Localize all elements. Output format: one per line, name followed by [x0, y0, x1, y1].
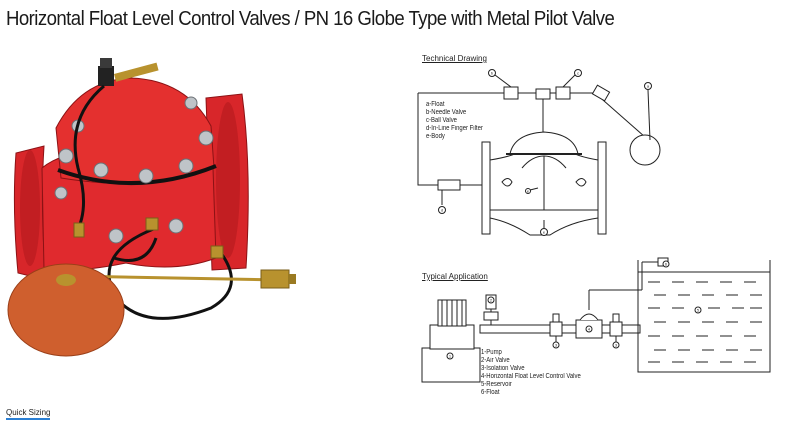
- legend-item: e-Body: [426, 133, 445, 140]
- callout-c-label: c: [577, 71, 579, 76]
- callout-c: c: [562, 69, 582, 88]
- quick-sizing-link[interactable]: Quick Sizing: [6, 408, 50, 420]
- callout-d-label: d: [441, 208, 443, 213]
- callout-4: 4: [585, 325, 593, 333]
- needle-valve-fitting: [503, 86, 519, 100]
- reservoir-tank: [637, 260, 771, 373]
- technical-drawing: d b c a e e: [417, 69, 661, 236]
- callout-5-label: 5: [697, 308, 700, 313]
- legend-item: 4-Horizontal Float Level Control Valve: [481, 373, 581, 380]
- typical-application-legend: 1-Pump 2-Air Valve 3-Isolation Valve 4-H…: [481, 349, 598, 397]
- callout-2: 2: [487, 296, 495, 304]
- page-title: Horizontal Float Level Control Valves / …: [6, 8, 615, 30]
- bonnet-outline: [509, 131, 579, 155]
- callout-3-label: 3: [555, 343, 558, 348]
- callout-5: 5: [694, 306, 702, 314]
- legend-item: 3-Isolation Valve: [481, 365, 525, 372]
- typical-application-heading: Typical Application: [422, 272, 488, 281]
- callout-a: a: [644, 82, 652, 141]
- legend-item: a-Float: [426, 101, 445, 108]
- technical-drawing-heading: Technical Drawing: [422, 54, 487, 63]
- legend-item: b-Needle Valve: [426, 109, 467, 116]
- legend-item: 1-Pump: [481, 349, 502, 356]
- isolation-valve-1: [549, 321, 563, 337]
- tubing: [73, 84, 105, 234]
- callout-d: d: [438, 190, 446, 214]
- callout-6-label: 6: [665, 262, 668, 267]
- float-pilot: [260, 269, 290, 289]
- ball-valve-fitting: [535, 88, 551, 100]
- callout-4-label: 4: [588, 327, 591, 332]
- callout-3b: 3: [612, 336, 620, 349]
- legend-item: 6-Float: [481, 389, 500, 396]
- callout-e: e: [540, 228, 548, 236]
- body-right-flange: [597, 141, 607, 235]
- legend-item: 2-Air Valve: [481, 357, 510, 364]
- product-photo: [7, 58, 296, 357]
- pilot-valve: [98, 66, 114, 86]
- callout-e-body: e: [525, 187, 539, 194]
- float-symbol: [629, 134, 661, 166]
- water-surface: [648, 281, 762, 363]
- typical-application-diagram: 1 2 3 4 3 5 6: [421, 257, 771, 383]
- float-ball: [7, 263, 125, 357]
- callout-3: 3: [552, 336, 560, 349]
- callout-a-label: a: [647, 84, 650, 89]
- legend-item: c-Ball Valve: [426, 117, 457, 124]
- callout-b-label: b: [491, 71, 494, 76]
- callout-b: b: [488, 69, 512, 88]
- callout-e-label: e: [543, 230, 546, 235]
- legend-item: 5-Reservoir: [481, 381, 512, 388]
- callout-e-body-label: e: [527, 189, 530, 194]
- callout-1: 1: [446, 352, 454, 360]
- pilot-fitting: [555, 86, 571, 100]
- filter-fitting: [437, 179, 461, 191]
- body-left-flange: [481, 141, 491, 235]
- callout-2-label: 2: [490, 298, 493, 303]
- legend-item: d-In-Line Finger Filter: [426, 125, 483, 132]
- isolation-valve-2: [609, 321, 623, 337]
- callout-3b-label: 3: [615, 343, 618, 348]
- callout-6: 6: [662, 260, 670, 268]
- technical-drawing-legend: a-Float b-Needle Valve c-Ball Valve d-In…: [426, 101, 493, 141]
- bonnet-bolts: [54, 96, 214, 244]
- callout-1-label: 1: [449, 354, 452, 359]
